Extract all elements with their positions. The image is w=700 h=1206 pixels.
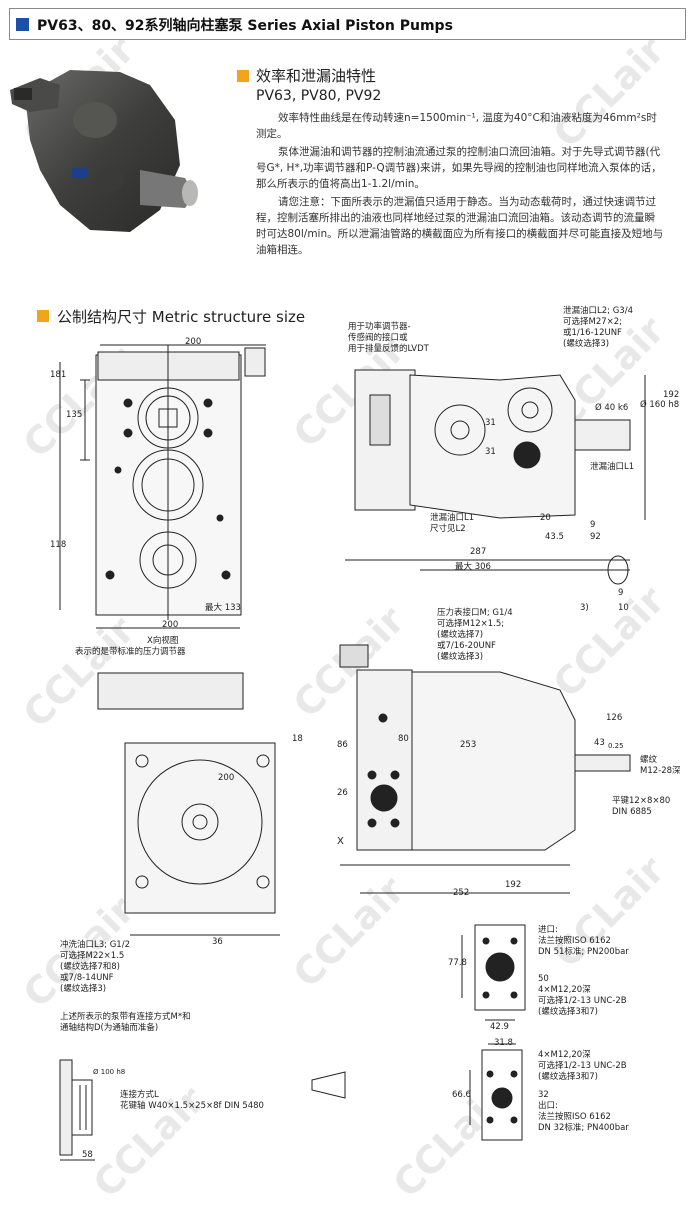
x-view-drawing	[97, 672, 280, 936]
model-list: PV63, PV80, PV92	[256, 88, 382, 104]
x-view-label: X向视图表示的是带标准的压力调节器	[75, 636, 186, 657]
inlet-holes-label: 4×M12,20深可选择1/2-13 UNC-2B(螺纹选择3和7)	[538, 985, 627, 1017]
dim-200-bottom: 200	[162, 620, 179, 630]
dim-160: Ø 160 h8	[640, 400, 680, 410]
outlet-holes-label: 4×M12,20深可选择1/2-13 UNC-2B(螺纹选择3和7)	[538, 1050, 627, 1082]
power-controller-label: 用于功率调节器-传感阀的接口或用于排量反馈的LVDT	[348, 322, 429, 354]
dim-31b: 31	[485, 447, 496, 457]
page-header: PV63、80、92系列轴向柱塞泵 Series Axial Piston Pu…	[9, 8, 686, 40]
dim-77-8: 77.8	[448, 958, 467, 968]
dim-86: 86	[337, 740, 348, 750]
paragraph: 泵体泄漏油和调节器的控制油流通过泵的控制油口流回油箱。对于先导式调节器(代号G*…	[256, 146, 662, 190]
dim-92: 92	[590, 532, 601, 542]
drain-port-l1-label: 泄漏油口L1	[590, 462, 635, 472]
technical-drawings	[10, 70, 646, 1161]
max-306-label: 最大 306	[455, 562, 491, 572]
dim-66-6: 66.6	[452, 1090, 471, 1100]
dim-42-9: 42.9	[490, 1022, 509, 1032]
note-label: 上述所表示的泵带有连接方式M*和通轴结构D(为通轴而准备)	[60, 1012, 191, 1033]
section-efficiency-title: 效率和泄漏油特性	[256, 67, 377, 85]
section-marker-icon	[237, 70, 249, 82]
dim-10: 10	[618, 603, 629, 613]
dim-43-5: 43.5	[545, 532, 564, 542]
inlet-flange-drawing	[461, 924, 526, 1021]
dim-58: 58	[82, 1150, 93, 1160]
dim-31-8: 31.8	[494, 1038, 513, 1048]
efficiency-text: 效率特性曲线是在传动转速n=1500min⁻¹, 温度为40°C和油液粘度为46…	[256, 110, 664, 260]
dim-20: 20	[540, 513, 551, 523]
page-title: PV63、80、92系列轴向柱塞泵 Series Axial Piston Pu…	[37, 18, 453, 34]
side-view-2-drawing	[339, 644, 631, 894]
dim-80: 80	[398, 734, 409, 744]
dim-31a: 31	[485, 418, 496, 428]
dim-252: 252	[453, 888, 470, 898]
front-view-drawing	[59, 344, 266, 629]
dim-43-tol: 0.25	[608, 742, 624, 750]
pump-photo	[10, 70, 198, 232]
header-square-icon	[16, 18, 29, 31]
dim-100: Ø 100 h8	[93, 1068, 126, 1076]
dim-135: 135	[66, 410, 83, 420]
dim-40: Ø 40 k6	[595, 403, 629, 413]
dim-200-x: 200	[218, 773, 235, 783]
dim-43: 43	[594, 738, 605, 748]
dim-181: 181	[50, 370, 67, 380]
outlet-flange-drawing	[469, 1043, 523, 1141]
section-marker-icon	[37, 310, 49, 322]
dim-9b: 9	[618, 588, 624, 598]
side-view-drawing	[345, 369, 646, 585]
paragraph: 效率特性曲线是在传动转速n=1500min⁻¹, 温度为40°C和油液粘度为46…	[256, 112, 657, 140]
dim-36: 36	[212, 937, 223, 947]
dim-26: 26	[337, 788, 348, 798]
paragraph: 请您注意：下面所表示的泄漏值只适用于静态。当为动态载荷时，通过快速调节过程，控制…	[256, 196, 664, 256]
dim-3: 3)	[580, 603, 589, 613]
max-133-label: 最大 133	[205, 603, 241, 613]
shaft-connection-drawing	[59, 1059, 346, 1161]
dim-253: 253	[460, 740, 477, 750]
dim-192b: 192	[505, 880, 522, 890]
dim-118: 118	[50, 540, 67, 550]
dim-x: X	[337, 836, 344, 847]
dim-200-top: 200	[185, 337, 202, 347]
section-structure-title: 公制结构尺寸 Metric structure size	[57, 308, 306, 326]
dim-50: 50	[538, 974, 549, 984]
dim-9: 9	[590, 520, 596, 530]
dim-18: 18	[292, 734, 303, 744]
dim-126: 126	[606, 713, 623, 723]
dim-287: 287	[470, 547, 487, 557]
dim-192: 192	[663, 390, 680, 400]
